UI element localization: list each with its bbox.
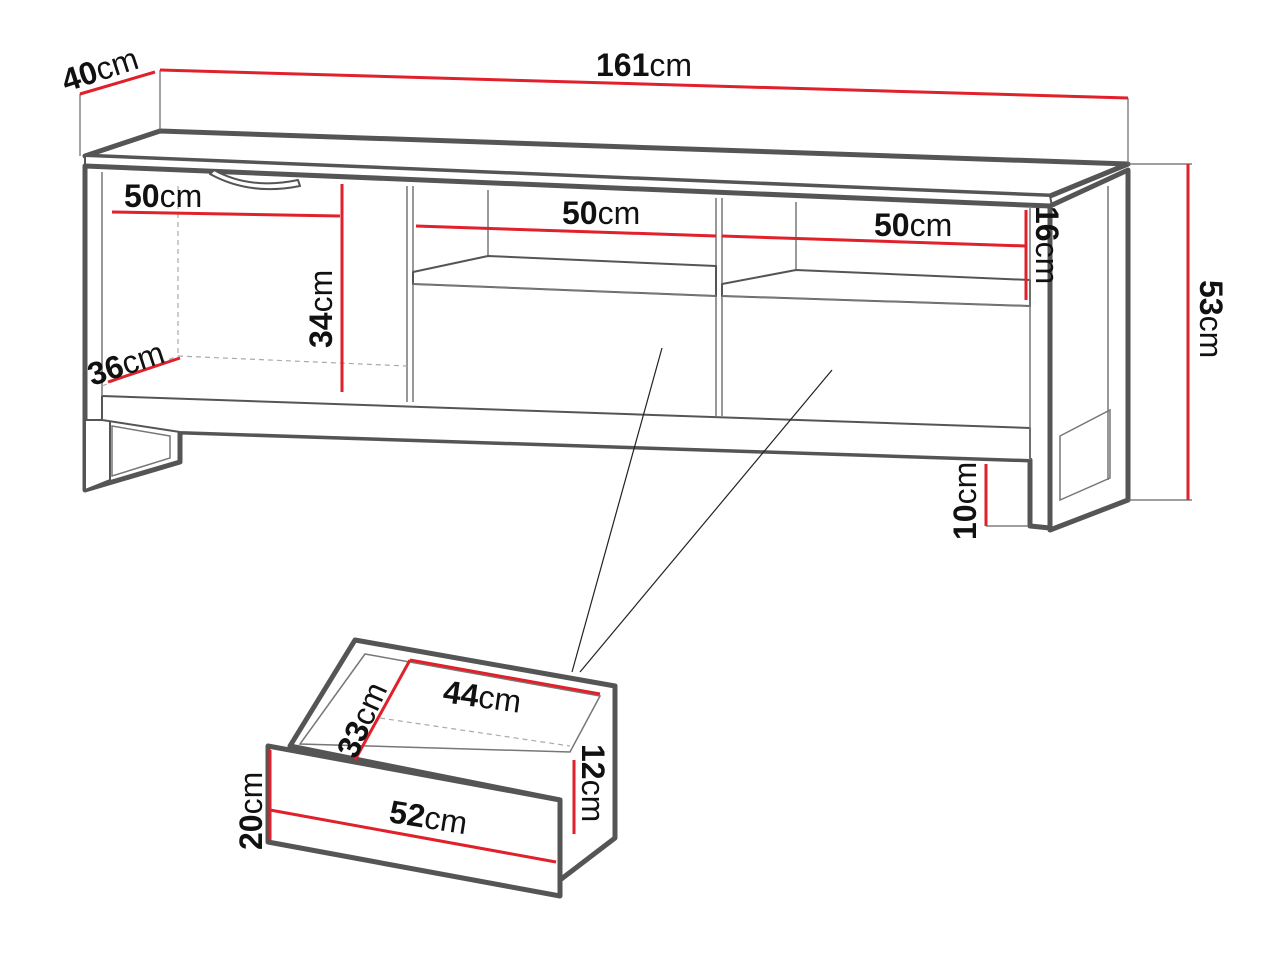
- hidden-back-bottom: [177, 355, 408, 367]
- label-drawer-front-width: 52cm: [387, 793, 470, 841]
- shelf-left: [412, 255, 717, 297]
- label-height: 53cm: [1193, 280, 1229, 358]
- dim-line-shelf-width-2: [721, 234, 1027, 248]
- door-handle: [209, 169, 301, 191]
- right-sled-leg-opening: [1059, 408, 1111, 502]
- label-drawer-front-height: 20cm: [233, 772, 269, 850]
- label-shelf-height: 16cm: [1029, 206, 1065, 284]
- label-width: 161cm: [596, 47, 692, 83]
- dim-line-drawer-front-width: [269, 808, 557, 864]
- leader-line-2: [579, 369, 833, 673]
- dim-line-drawer-depth: [353, 659, 412, 761]
- label-door-height: 34cm: [303, 270, 339, 348]
- left-sled-leg: [84, 419, 111, 491]
- label-drawer-side-height: 12cm: [575, 744, 611, 822]
- label-drawer-inner-width: 44cm: [441, 673, 523, 720]
- dim-line-drawer-inner-width: [409, 658, 601, 696]
- leader-line-1: [571, 347, 663, 673]
- dim-line-door-width: [111, 210, 341, 218]
- drawer-front-left-top: [412, 283, 717, 297]
- dim-line-width: [159, 68, 1129, 100]
- label-depth: 40cm: [57, 40, 143, 98]
- label-leg-height: 10cm: [947, 462, 983, 540]
- drawer-front-right-top: [721, 295, 1031, 307]
- drawer-front-panel: [265, 743, 563, 899]
- drawer-inner-back: [298, 653, 602, 753]
- left-sled-leg-opening: [111, 425, 171, 478]
- label-shelf-width-1: 50cm: [562, 195, 640, 231]
- label-shelf-width-2: 50cm: [874, 207, 952, 243]
- cabinet-bottom-rail: [101, 395, 1031, 461]
- dimension-lines: [79, 68, 1190, 864]
- dim-line-shelf-width-1: [415, 224, 717, 238]
- dim-line-depth: [79, 70, 156, 96]
- label-door-width: 50cm: [124, 178, 202, 214]
- dim-line-inner-depth: [107, 356, 181, 384]
- extension-lines: [79, 70, 1192, 527]
- drawer-detail: [265, 637, 618, 899]
